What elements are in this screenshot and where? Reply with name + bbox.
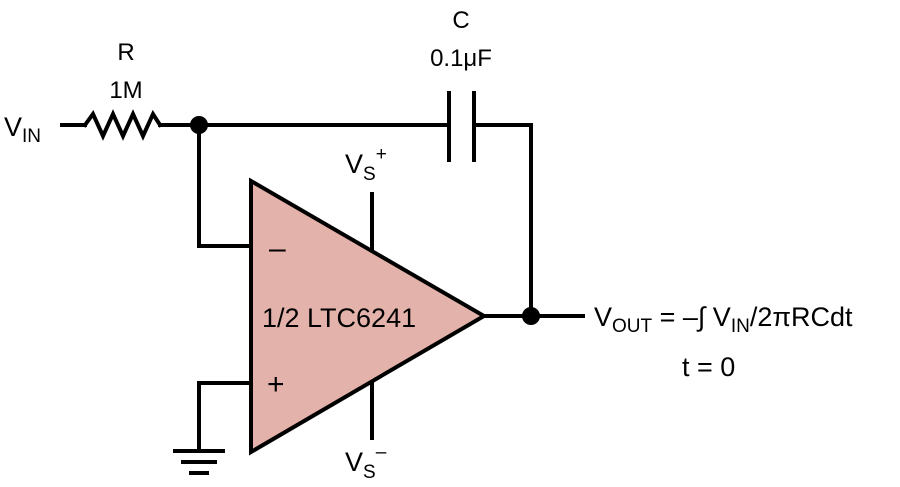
resistor-ref-label: R [117,39,134,66]
capacitor-icon [447,91,476,162]
input-label-base: V [4,112,22,142]
opamp-label: 1/2 LTC6241 [262,303,416,333]
output-equation-pre: = –∫ V [652,302,731,332]
resistor-value-label: 1M [109,77,142,104]
noninverting-input-wire [197,381,253,451]
output-equation-sub: IN [731,316,750,337]
time-condition: t = 0 [682,352,735,382]
inverting-input-wire [197,123,253,248]
junction-dot-icon [190,116,208,134]
output-equation-post: /2πRCdt [750,302,853,332]
resistor-icon [82,109,163,141]
input-label-sub: IN [22,126,41,147]
supply-neg-sub: S [363,462,376,483]
inverting-sign: – [269,232,286,265]
opamp-icon [249,177,488,456]
output-label-sub: OUT [612,316,653,337]
capacitor-value-label: 0.1μF [430,45,492,72]
ground-icon [173,449,225,475]
supply-neg-label: VS– [345,442,387,483]
junction-dot-icon [522,307,540,325]
supply-neg-sup: – [376,442,387,463]
capacitor-ref-label: C [452,7,469,34]
noninverting-sign: + [267,368,285,401]
input-label: VIN [4,112,41,147]
supply-pos-sub: S [363,164,376,185]
output-label-base: V [594,302,612,332]
supply-neg-base: V [345,447,363,477]
output-equation: VOUT = –∫ VIN/2πRCdt [594,302,853,337]
feedback-wire [474,123,533,318]
supply-pos-sup: + [376,144,387,165]
supply-pos-label: VS+ [345,144,387,185]
supply-pos-base: V [345,149,363,179]
